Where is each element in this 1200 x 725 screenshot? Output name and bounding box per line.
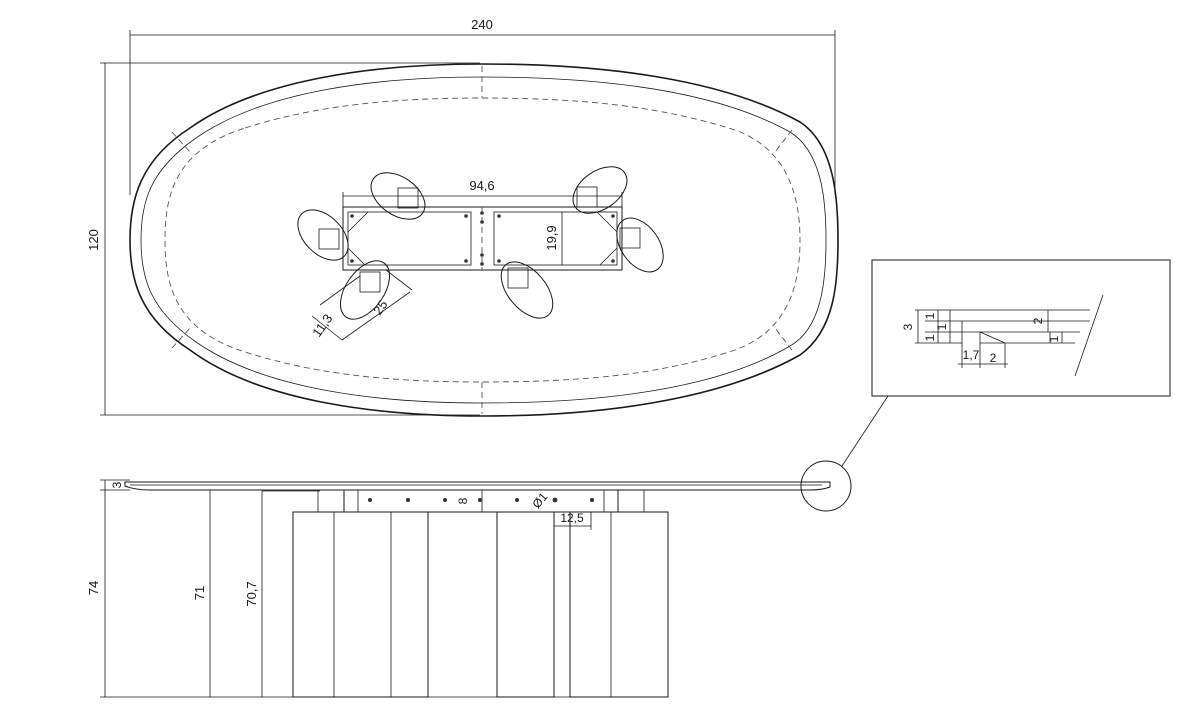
frame-hole: [611, 259, 615, 263]
rail-hole: [406, 498, 410, 502]
leg-plate-ext: [319, 275, 361, 306]
detail-bevel-width-label: 2: [990, 351, 997, 365]
tabletop-outline: [129, 63, 839, 417]
rail-hole: [478, 498, 482, 502]
detail-layer-3-label: 1: [935, 323, 949, 330]
leg-plate-1: [370, 172, 426, 220]
leg-block-left: [292, 511, 429, 698]
leg-plate-length-dim-line: [341, 291, 411, 341]
frame-hole: [464, 214, 468, 218]
rail: [343, 489, 619, 513]
detail-frame: [871, 259, 1171, 397]
segment-mark-tr: [774, 129, 793, 153]
segment-mark-br: [774, 327, 793, 351]
frame-panel-left: [347, 211, 472, 266]
tabletop-dashed-inset: [164, 97, 801, 383]
frame-hole: [350, 214, 354, 218]
rail-hole: [443, 498, 447, 502]
frame-width-label: 19,9: [544, 225, 559, 250]
detail-edge-step-label: 1: [1047, 335, 1061, 342]
frame-hole: [350, 259, 354, 263]
leg-plate-width-dim-line: [311, 315, 343, 341]
rail-hole: [368, 498, 372, 502]
total-height-label: 74: [86, 581, 101, 595]
leg-plate-5: [616, 217, 664, 273]
detail-view: 3 1 1 1 2 1 1,7 2: [841, 259, 1171, 467]
leg-plate-width-label: 11,3: [309, 311, 335, 340]
leg-height-label: 70,7: [244, 581, 259, 606]
detail-circle: [800, 460, 852, 512]
rail-height-label: 8: [456, 497, 470, 504]
post: [317, 489, 345, 513]
frame-hole: [480, 220, 484, 224]
leg-plate-3: [339, 260, 391, 320]
length-dimension-label: 240: [471, 17, 493, 32]
detail-bevel-offset-label: 1,7: [963, 348, 980, 362]
hole-spacing-label: 12,5: [560, 511, 584, 525]
leg-plate-2: [297, 209, 349, 261]
frame-hole: [497, 259, 501, 263]
width-dimension-label: 120: [86, 229, 101, 251]
frame-hole: [480, 253, 484, 257]
frame-length-label: 94,6: [469, 178, 494, 193]
leg-plate-6: [500, 261, 554, 319]
tabletop-side: [124, 481, 831, 491]
leg-plate-ext: [385, 269, 413, 291]
frame-outer: [342, 206, 623, 271]
top-view: 240 120 94,6 19,9: [86, 17, 839, 417]
leg-plate-length-label: 25: [370, 297, 391, 317]
profile-bevel: [979, 331, 1006, 344]
post: [617, 489, 645, 513]
tabletop-inner-outline: [140, 76, 827, 404]
frame-brace: [599, 247, 618, 266]
frame-brace: [596, 211, 618, 233]
frame-brace: [347, 211, 369, 233]
frame-hole: [464, 259, 468, 263]
frame-hole: [480, 262, 484, 266]
leg-block-right: [569, 511, 669, 698]
side-view: 3 74 71 70,7 8 Ø1 12,5: [86, 460, 852, 698]
frame-hole: [480, 211, 484, 215]
hole-diameter-label: Ø1: [529, 490, 550, 512]
frame-hole: [497, 214, 501, 218]
leg-plate-4: [572, 166, 628, 214]
detail-layer-1-label: 1: [923, 312, 937, 319]
detail-leader: [841, 395, 889, 467]
detail-layer-2-label: 1: [923, 334, 937, 341]
frame-brace: [347, 247, 366, 266]
detail-edge-height-label: 2: [1031, 317, 1045, 324]
segment-mark-bl: [171, 327, 191, 349]
side-top-thickness-label: 3: [110, 481, 124, 488]
detail-thickness-label: 3: [901, 323, 915, 330]
section-cut-line: [1074, 294, 1104, 377]
segment-mark-tl: [171, 131, 191, 153]
frame-hole: [611, 214, 615, 218]
rail-hole: [552, 497, 558, 503]
underside-height-label: 71: [192, 586, 207, 600]
rail-hole: [590, 498, 594, 502]
leg-block-center: [496, 511, 555, 698]
rail-hole: [515, 498, 519, 502]
